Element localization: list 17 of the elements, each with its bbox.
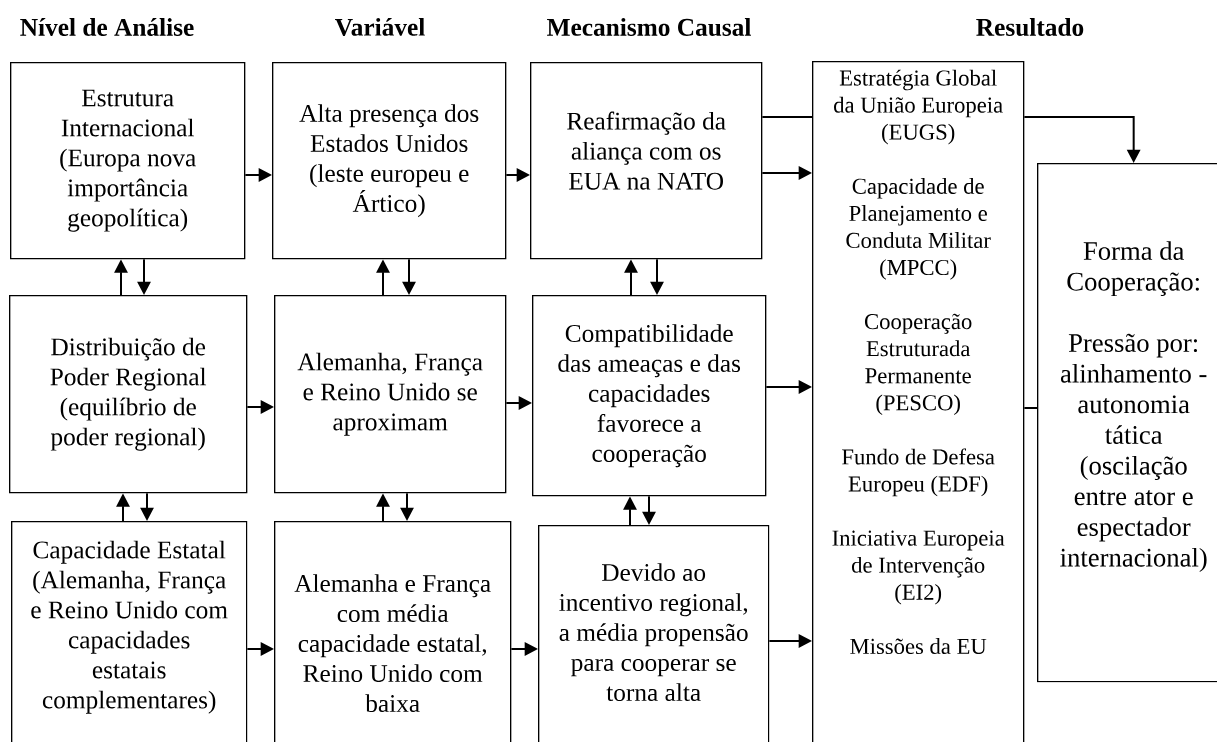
process-box: Reafirmação da aliança com os EUA na NATO (530, 62, 763, 260)
column-heading: Variável (335, 18, 425, 36)
result-box: Estratégia Global da União Europeia (EUGS) Capacidade de Planejamento e Conduta Militar (MPCC) Cooperação Estruturada Permanente (PESCO) Fundo de Defesa Europeu (EDF) Iniciativa Europeia de Intervenção (EI2) Missões da EU (812, 61, 1025, 742)
column-heading: Resultado (976, 18, 1084, 36)
column-heading: Nível de Análise (20, 18, 194, 36)
process-box: Capacidade Estatal (Alemanha, França e Reino Unido com capacidades estatais complementares) (11, 521, 248, 742)
process-box: Alta presença dos Estados Unidos (leste europeu e Ártico) (272, 62, 507, 260)
process-box: Compatibilidade das ameaças e das capacidades favorece a cooperação (532, 295, 767, 497)
connector-line (761, 116, 813, 118)
connector-line (1023, 407, 1038, 409)
process-box: Alemanha e França com média capacidade estatal, Reino Unido com baixa (274, 521, 512, 742)
process-box: Alemanha, França e Reino Unido se aproximam (274, 295, 507, 494)
result-box: Forma da Cooperação: Pressão por: alinhamento - autonomia tática (oscilação entre ator e espectador internacional) (1037, 163, 1217, 683)
process-box: Devido ao incentivo regional, a média propensão para cooperar se torna alta (538, 525, 770, 742)
column-heading: Mecanismo Causal (547, 18, 751, 36)
process-box: Estrutura Internacional (Europa nova importância geopolítica) (10, 62, 246, 260)
process-box: Distribuição de Poder Regional (equilíbrio de poder regional) (9, 295, 248, 494)
